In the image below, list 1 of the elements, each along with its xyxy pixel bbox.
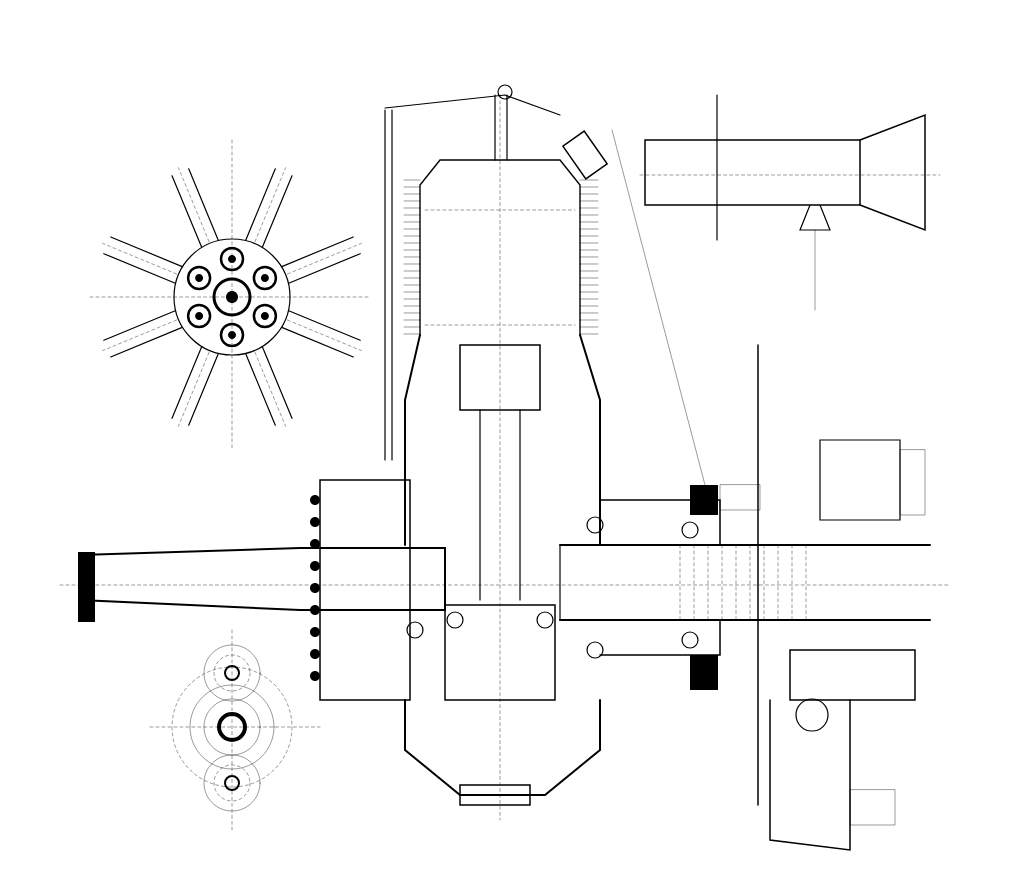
engine-section-drawing [59, 84, 951, 851]
